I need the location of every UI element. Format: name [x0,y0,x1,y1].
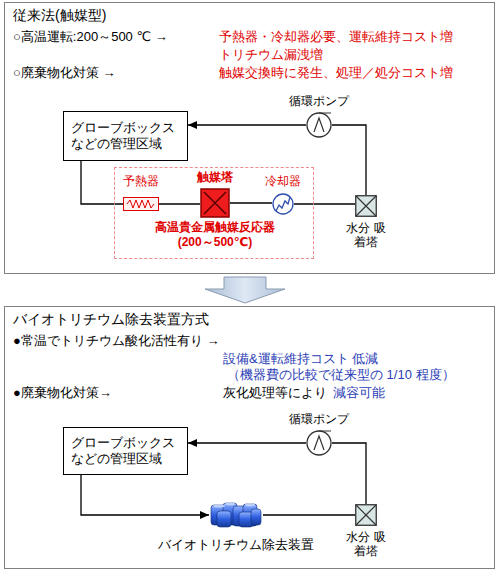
feature-note: ○廃棄物化対策 → [13,65,115,81]
reactor-label: 高温貴金属触媒反応器 (200～500℃) [143,220,287,250]
flow-line [159,203,200,204]
flow-line [294,203,355,204]
glovebox-area: グローブボックス などの管理区域 [63,111,188,161]
drawing-part [276,197,290,211]
drawing-part [356,505,377,526]
heater-symbol-holder [123,197,159,211]
bio-tritium-remover: バイオトリチウム除去装置 [209,501,263,529]
flow-line [332,125,366,195]
drawing-part [124,198,159,211]
cooler-symbol [272,193,294,215]
reactor-group: 高温貴金属触媒反応器 (200～500℃) 予熱器 触媒塔 冷却器 [114,167,314,259]
pump-symbol [306,430,332,456]
adsorber-symbol [355,195,377,217]
drawing-part [314,113,331,132]
drawing-part [307,113,331,137]
drawing-part [201,189,229,217]
panel-title: バイオトリチウム除去装置方式 [13,311,209,329]
part-label: 触媒塔 [197,170,233,185]
catalyst-symbol-holder [200,188,230,218]
catalyst-tower: 触媒塔 [195,170,235,218]
adsorber-label: 水分 吸着塔 [346,221,386,250]
glovebox-area: グローブボックス などの管理区域 [63,427,188,475]
flow-line [230,202,272,203]
circulation-pump: 循環ポンプ [306,112,332,138]
benefit-note: 灰化処理等により [223,385,327,401]
benefit-note: 設備&運転維持コスト 低減 [223,351,378,367]
flow-line [332,443,366,504]
catalyst-symbol [200,188,230,218]
benefit-note: （機器費の比較で従来型の 1/10 程度） [227,367,455,383]
feature-note: ○高温運転:200～500 ℃ → [13,29,168,45]
method-panel: バイオトリチウム除去装置方式グローブボックス などの管理区域 循環ポンプバイオトリ… [4,306,495,569]
panel-title: 従来法(触媒型) [13,7,106,25]
drawback-note: 予熱器・冷却器必要、運転維持コスト増 [219,29,453,45]
heater-symbol [123,197,159,211]
pump-label: 循環ポンプ [289,94,349,109]
circulation-pump: 循環ポンプ [306,430,332,456]
drawback-note: 触媒交換時に発生、処理／処分コスト増 [219,65,453,81]
moisture-adsorber: 水分 吸着塔 [355,195,377,217]
method-panel: 従来法(触媒型) グローブボックス などの管理区域 循環ポンプ高温貴金属触媒反応器 … [4,2,495,274]
pump-label: 循環ポンプ [289,412,349,427]
drawing-part [356,196,377,217]
drawing-part [314,431,331,450]
area-label: グローブボックス などの管理区域 [71,435,180,468]
preheater: 予熱器 [121,174,161,211]
moisture-adsorber: 水分 吸着塔 [355,504,377,526]
drawing-part [211,503,261,527]
drawing-part [251,509,261,525]
cooler-symbol-holder [272,193,294,215]
flow-line [188,124,306,125]
drawing-part [225,503,235,506]
drawing-part [217,511,231,527]
area-label: グローブボックス などの管理区域 [71,120,180,153]
drawing-part [273,194,293,214]
part-label: 冷却器 [265,174,301,189]
part-label: 予熱器 [123,174,159,189]
device-label: バイオトリチウム除去装置 [158,537,314,553]
benefit-note: 減容可能 [333,385,385,401]
adsorber-label: 水分 吸着塔 [346,530,386,559]
drawing-part [213,504,225,507]
flow-line [263,514,355,515]
adsorber-symbol [355,504,377,526]
flow-line [188,442,306,443]
flow-line [81,475,209,515]
down-arrow [205,277,285,303]
drawback-note: トリチウム漏洩増 [219,47,323,63]
drawing-part [204,192,226,214]
drawing-part [307,431,331,455]
drawing-part [356,505,376,525]
feature-note: ●廃棄物化対策→ [13,385,112,401]
bio-device-symbol [209,501,263,529]
drawing-part [356,196,376,216]
cooler: 冷却器 [263,174,303,215]
pump-symbol [306,112,332,138]
drawing-part [245,504,255,507]
drawing-part [213,503,255,508]
drawing-part [127,200,154,208]
feature-note: ●常温でトリチウム酸化活性有り → [13,333,219,349]
